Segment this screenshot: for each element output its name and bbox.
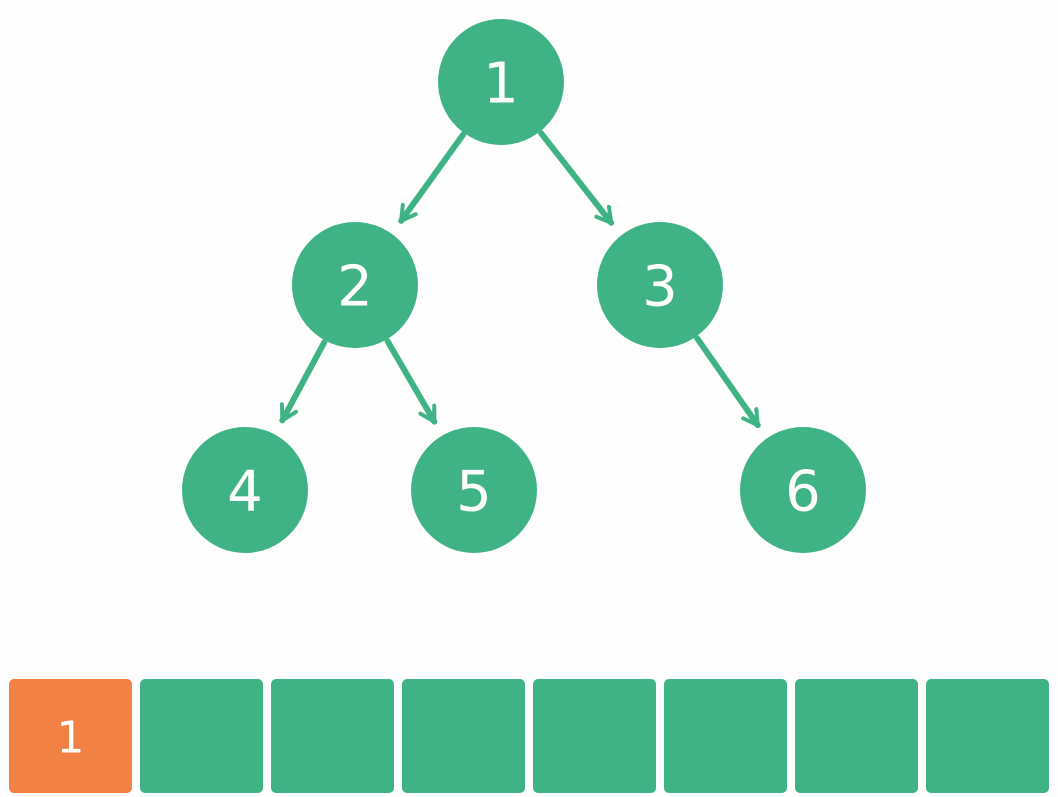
tree-node-circle — [597, 222, 723, 348]
array-cell-box — [402, 679, 525, 793]
edge-arrow-n2-n4 — [279, 339, 328, 424]
tree-node-5: 5 — [411, 427, 537, 553]
array-cell-4 — [533, 679, 656, 793]
tree-node-circle — [438, 19, 564, 145]
tree-node-label: 5 — [456, 460, 492, 525]
array-cell-6 — [795, 679, 918, 793]
tree-node-circle — [411, 427, 537, 553]
tree-node-label: 6 — [785, 460, 821, 525]
array-cell-7 — [926, 679, 1049, 793]
tree-node-circle — [182, 427, 308, 553]
tree-node-2: 2 — [292, 222, 418, 348]
array-cell-highlighted — [9, 679, 132, 793]
tree-node-label: 4 — [227, 460, 263, 525]
tree-node-label: 2 — [337, 255, 373, 320]
array-strip: 1 — [9, 679, 1049, 793]
tree-node-circle — [740, 427, 866, 553]
array-cell-1 — [140, 679, 263, 793]
edge-arrow-n1-n2 — [398, 131, 467, 224]
array-cell-label: 1 — [57, 713, 85, 764]
array-cell-3 — [402, 679, 525, 793]
array-cell-box — [795, 679, 918, 793]
array-cell-box — [271, 679, 394, 793]
array-cell-0: 1 — [9, 679, 132, 793]
array-cell-box — [533, 679, 656, 793]
array-cell-box — [664, 679, 787, 793]
tree-node-label: 1 — [483, 52, 519, 117]
tree-node-circle — [292, 222, 418, 348]
tree-node-1: 1 — [438, 19, 564, 145]
edge-arrow-n1-n3 — [538, 130, 615, 226]
tree-node-6: 6 — [740, 427, 866, 553]
tree-nodes: 1 2 3 4 5 6 — [182, 19, 866, 553]
tree-node-label: 3 — [642, 255, 678, 320]
array-cell-box — [140, 679, 263, 793]
array-cell-2 — [271, 679, 394, 793]
tree-edges — [279, 130, 761, 429]
tree-node-4: 4 — [182, 427, 308, 553]
tree-node-3: 3 — [597, 222, 723, 348]
array-cell-5 — [664, 679, 787, 793]
edge-arrow-n2-n5 — [384, 338, 438, 425]
array-cell-box — [926, 679, 1049, 793]
edge-arrow-n3-n6 — [694, 335, 761, 429]
